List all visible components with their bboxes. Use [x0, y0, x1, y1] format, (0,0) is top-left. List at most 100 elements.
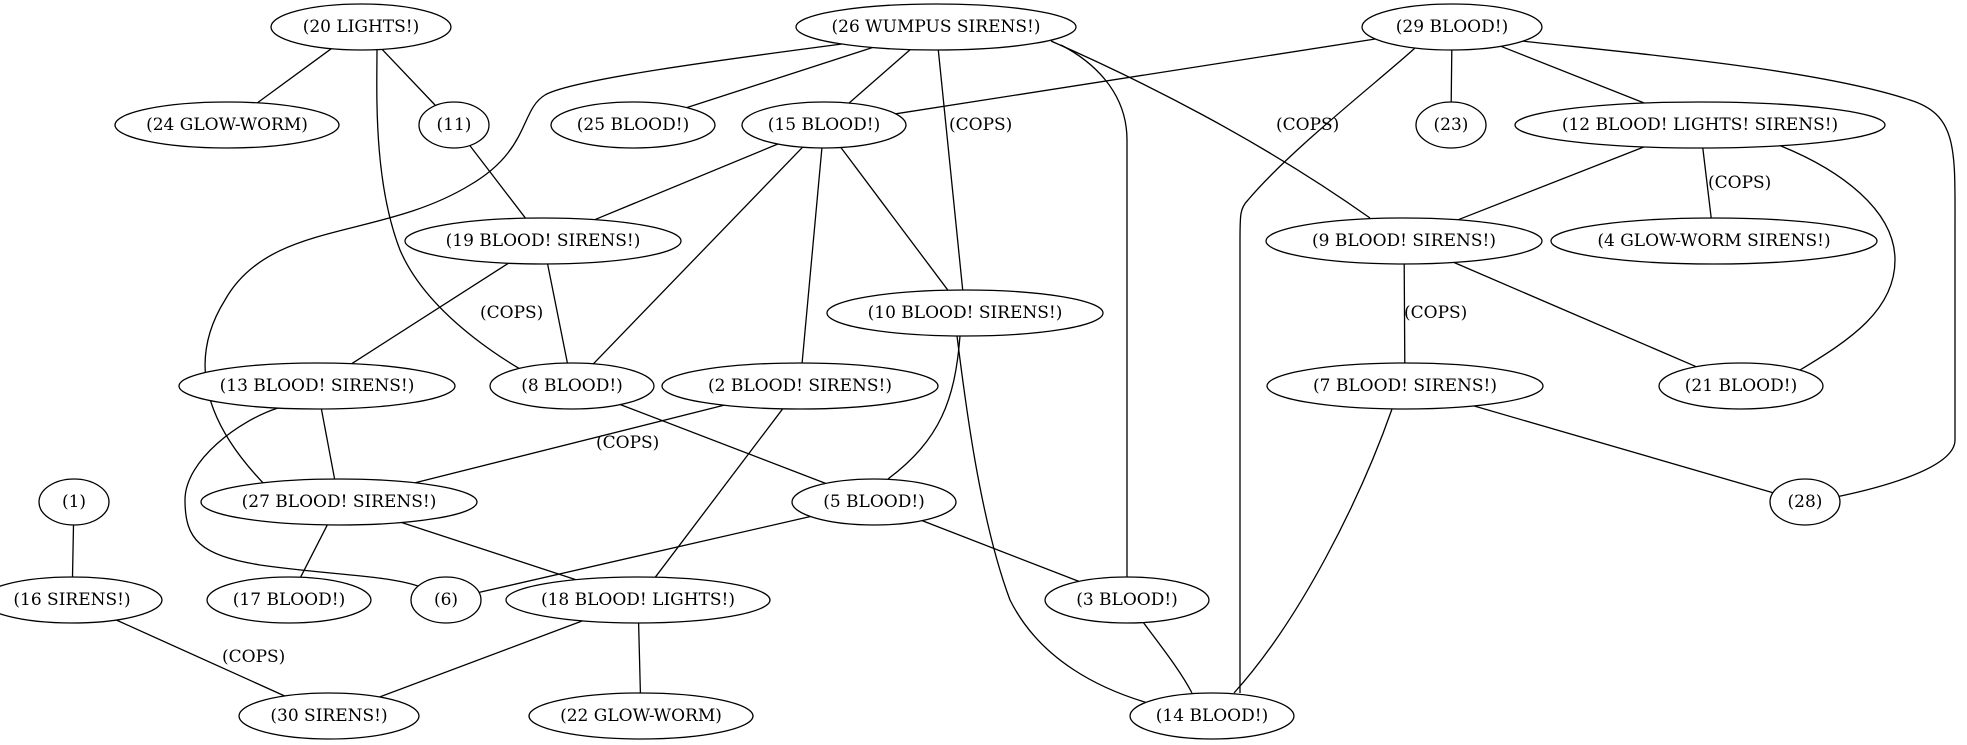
graph-edge	[1453, 261, 1697, 368]
graph-edge	[184, 407, 419, 587]
node-ellipse	[550, 101, 716, 149]
graph-edge	[320, 408, 336, 480]
node-ellipse	[270, 3, 452, 51]
edge-labels-layer: (COPS)(COPS)(COPS)(COPS)(COPS)(COPS)(COP…	[222, 115, 1771, 667]
graph-edge	[71, 524, 75, 578]
node-label: (19 BLOOD! SIRENS!)	[446, 231, 641, 251]
node-label: (14 BLOOD!)	[1156, 706, 1268, 726]
graph-edge	[801, 147, 823, 364]
graph-edge	[1050, 40, 1371, 219]
graph-node: (24 GLOW-WORM)	[114, 101, 340, 149]
node-ellipse	[489, 362, 655, 410]
graph-edge	[840, 147, 949, 291]
graph-node: (13 BLOOD! SIRENS!)	[178, 362, 456, 410]
graph-node: (15 BLOOD!)	[741, 101, 907, 149]
graph-node: (19 BLOOD! SIRENS!)	[404, 217, 682, 265]
graph-node: (2 BLOOD! SIRENS!)	[661, 362, 939, 410]
node-label: (20 LIGHTS!)	[303, 17, 420, 37]
node-ellipse	[1044, 576, 1210, 624]
node-label: (26 WUMPUS SIRENS!)	[832, 17, 1041, 37]
graph-edge	[592, 146, 804, 365]
graph-edge	[620, 403, 826, 485]
graph-node: (12 BLOOD! LIGHTS! SIRENS!)	[1514, 101, 1886, 149]
node-ellipse	[178, 362, 456, 410]
graph-node: (28)	[1769, 478, 1841, 526]
graph-node: (1)	[38, 478, 110, 526]
graph-edge	[594, 143, 779, 221]
node-ellipse	[1415, 101, 1487, 149]
node-ellipse	[114, 101, 340, 149]
edge-label: (COPS)	[949, 115, 1012, 135]
graph-edge	[1500, 45, 1645, 104]
node-ellipse	[528, 692, 754, 740]
edge-label: (COPS)	[1404, 303, 1467, 323]
node-label: (13 BLOOD! SIRENS!)	[220, 376, 415, 396]
node-label: (9 BLOOD! SIRENS!)	[1312, 231, 1496, 251]
node-label: (3 BLOOD!)	[1076, 590, 1178, 610]
graph-node: (26 WUMPUS SIRENS!)	[795, 3, 1077, 51]
graph-edge	[1457, 146, 1645, 221]
node-ellipse	[1550, 217, 1878, 265]
node-label: (25 BLOOD!)	[577, 115, 689, 135]
graph-edge	[637, 622, 642, 694]
node-ellipse	[206, 576, 372, 624]
graph-node: (17 BLOOD!)	[206, 576, 372, 624]
node-label: (5 BLOOD!)	[823, 492, 925, 512]
node-ellipse	[1658, 362, 1824, 410]
graph-edge	[937, 49, 964, 291]
graph-edge	[1403, 263, 1406, 364]
graph-edge	[379, 620, 583, 698]
graph-node: (21 BLOOD!)	[1658, 362, 1824, 410]
node-label: (4 GLOW-WORM SIRENS!)	[1597, 231, 1830, 251]
node-label: (10 BLOOD! SIRENS!)	[868, 303, 1063, 323]
node-label: (23)	[1434, 115, 1469, 135]
graph-edge	[401, 521, 577, 581]
graph-edge	[887, 335, 961, 480]
node-label: (2 BLOOD! SIRENS!)	[708, 376, 892, 396]
graph-edge	[1521, 40, 1956, 498]
graph-node: (18 BLOOD! LIGHTS!)	[505, 576, 771, 624]
edge-label: (COPS)	[596, 433, 659, 453]
graph-edge	[1233, 408, 1393, 694]
node-ellipse	[1129, 692, 1295, 740]
edge-label: (COPS)	[222, 647, 285, 667]
node-label: (22 GLOW-WORM)	[560, 706, 722, 726]
graph-edge	[381, 48, 436, 106]
graph-edge	[469, 145, 527, 219]
node-label: (24 GLOW-WORM)	[146, 115, 308, 135]
graph-node: (10 BLOOD! SIRENS!)	[826, 289, 1104, 337]
node-label: (28)	[1788, 492, 1823, 512]
graph-edge	[1450, 49, 1453, 103]
node-ellipse	[1769, 478, 1841, 526]
node-label: (12 BLOOD! LIGHTS! SIRENS!)	[1562, 115, 1838, 135]
graph-node: (20 LIGHTS!)	[270, 3, 452, 51]
node-ellipse	[505, 576, 771, 624]
node-label: (30 SIRENS!)	[270, 706, 387, 726]
node-label: (29 BLOOD!)	[1396, 17, 1508, 37]
node-ellipse	[795, 3, 1077, 51]
edge-label: (COPS)	[480, 303, 543, 323]
graph-node: (25 BLOOD!)	[550, 101, 716, 149]
node-ellipse	[418, 101, 490, 149]
graph-node: (3 BLOOD!)	[1044, 576, 1210, 624]
node-ellipse	[1361, 3, 1543, 51]
node-label: (6)	[434, 590, 458, 610]
graph-edge	[204, 43, 843, 491]
node-label: (1)	[62, 492, 86, 512]
graph-edge	[1239, 47, 1416, 693]
graph-node: (22 GLOW-WORM)	[528, 692, 754, 740]
graph-edge	[256, 48, 332, 104]
graph-edge	[895, 38, 1376, 115]
graph-node: (14 BLOOD!)	[1129, 692, 1295, 740]
node-label: (21 BLOOD!)	[1685, 376, 1797, 396]
edges-layer	[71, 38, 1956, 706]
node-ellipse	[238, 692, 420, 740]
node-ellipse	[1265, 217, 1543, 265]
node-ellipse	[0, 576, 163, 624]
graph-node: (8 BLOOD!)	[489, 362, 655, 410]
graph-edge	[1702, 147, 1712, 219]
node-ellipse	[826, 289, 1104, 337]
graph-node: (9 BLOOD! SIRENS!)	[1265, 217, 1543, 265]
graph-edge	[1473, 405, 1774, 494]
node-label: (16 SIRENS!)	[13, 590, 130, 610]
